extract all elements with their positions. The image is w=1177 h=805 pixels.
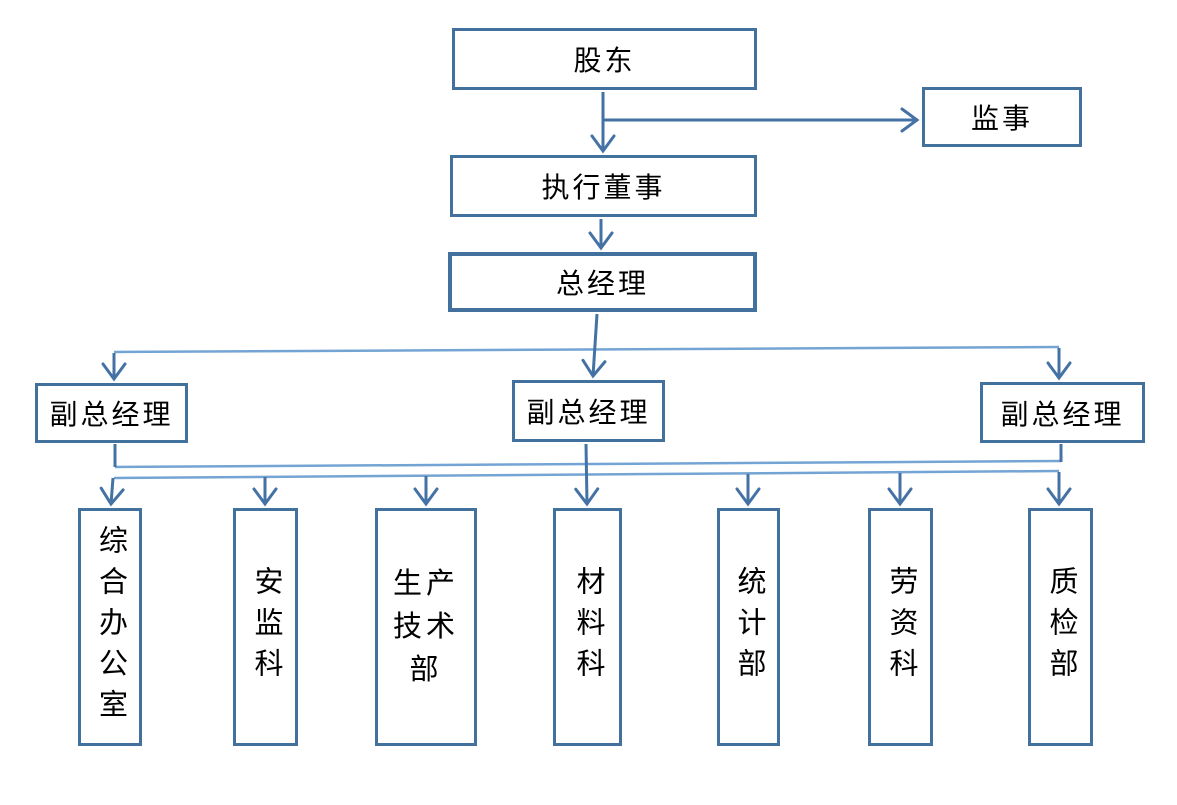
node-dept-production-technology: 生产技术部 xyxy=(375,508,477,746)
node-general-manager-label: 总经理 xyxy=(555,269,649,300)
node-dept-materials: 材料科 xyxy=(553,508,622,746)
node-dept-safety-supervision: 安监科 xyxy=(233,508,298,746)
node-supervisor: 监事 xyxy=(922,87,1082,147)
node-dept-materials-label: 材料科 xyxy=(572,565,604,689)
node-dept-quality-inspection-label: 质检部 xyxy=(1045,565,1077,689)
node-dept-statistics-label: 统计部 xyxy=(733,565,765,689)
node-supervisor-label: 监事 xyxy=(970,104,1033,135)
bus-top xyxy=(113,345,1060,354)
edge-gm-dep-mid xyxy=(581,313,607,379)
node-deputy-gm-right-label: 副总经理 xyxy=(1000,399,1125,431)
node-dept-safety-supervision-label: 安监科 xyxy=(250,565,282,689)
edge-dep-mid-dept4 xyxy=(574,443,600,507)
node-general-manager: 总经理 xyxy=(448,252,757,312)
node-executive-director: 执行董事 xyxy=(450,155,757,217)
bus-mid xyxy=(114,459,1062,469)
node-deputy-gm-middle-label: 副总经理 xyxy=(526,398,651,429)
node-shareholders: 股东 xyxy=(452,28,757,90)
node-dept-production-technology-label: 生产技术部 xyxy=(392,567,459,686)
node-dept-labor-wages: 劳资科 xyxy=(868,508,933,746)
edge-bus-dept1 xyxy=(99,477,125,507)
node-dept-quality-inspection: 质检部 xyxy=(1028,508,1093,746)
node-dept-labor-wages-label: 劳资科 xyxy=(885,565,917,689)
node-deputy-gm-middle: 副总经理 xyxy=(512,380,665,442)
node-dept-general-office-label: 综合办公室 xyxy=(94,524,127,730)
node-dept-statistics: 统计部 xyxy=(717,508,780,746)
node-deputy-gm-left-label: 副总经理 xyxy=(49,400,174,431)
node-dept-general-office: 综合办公室 xyxy=(78,508,142,746)
node-deputy-gm-left: 副总经理 xyxy=(35,383,188,443)
node-executive-director-label: 执行董事 xyxy=(541,173,666,204)
node-shareholders-label: 股东 xyxy=(573,46,636,77)
node-deputy-gm-right: 副总经理 xyxy=(980,382,1145,443)
